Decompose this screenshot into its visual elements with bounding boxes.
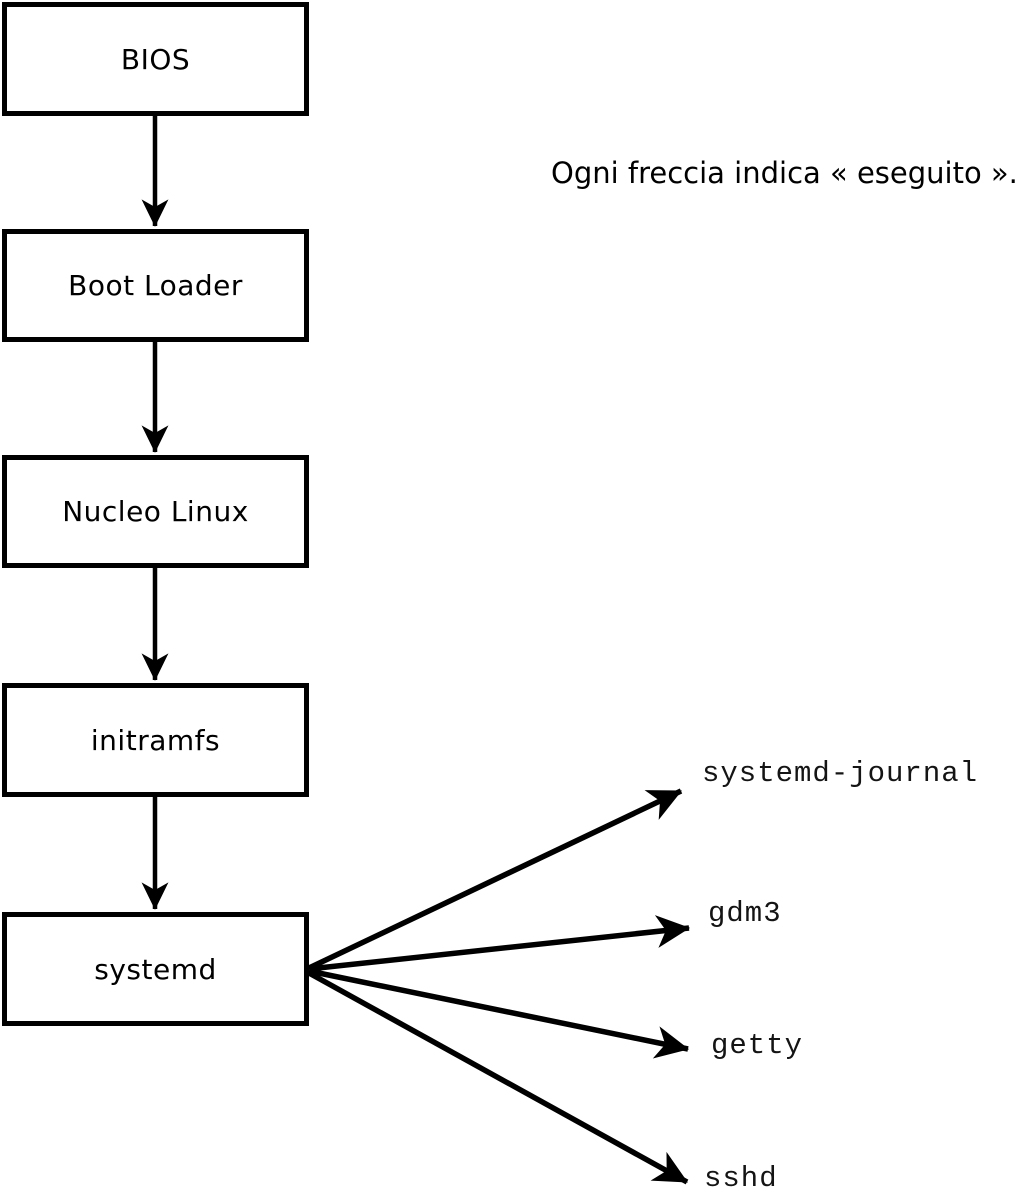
arrow-systemd-to-getty xyxy=(308,968,690,1059)
node-initramfs-label: initramfs xyxy=(90,723,221,757)
arrow-systemd-to-gdm3 xyxy=(308,915,691,972)
node-boot-loader-label: Boot Loader xyxy=(68,269,243,302)
arrow-systemd-to-sshd xyxy=(307,970,689,1185)
service-label-gdm3: gdm3 xyxy=(708,897,782,930)
service-label-getty: getty xyxy=(711,1029,804,1062)
service-label-sshd: sshd xyxy=(704,1162,778,1193)
node-nucleo-linux-label: Nucleo Linux xyxy=(62,495,249,528)
node-bios-label: BIOS xyxy=(120,42,191,76)
node-initramfs: initramfs xyxy=(2,683,309,797)
arrow-systemd-to-journal xyxy=(307,788,683,971)
legend-annotation: Ogni freccia indica « eseguito ». xyxy=(551,156,1018,190)
service-label-systemd-journal: systemd-journal xyxy=(702,757,979,790)
node-boot-loader: Boot Loader xyxy=(2,229,309,342)
node-systemd: systemd xyxy=(2,912,309,1026)
node-bios: BIOS xyxy=(2,2,309,116)
node-systemd-label: systemd xyxy=(94,952,217,986)
node-nucleo-linux: Nucleo Linux xyxy=(2,455,309,568)
